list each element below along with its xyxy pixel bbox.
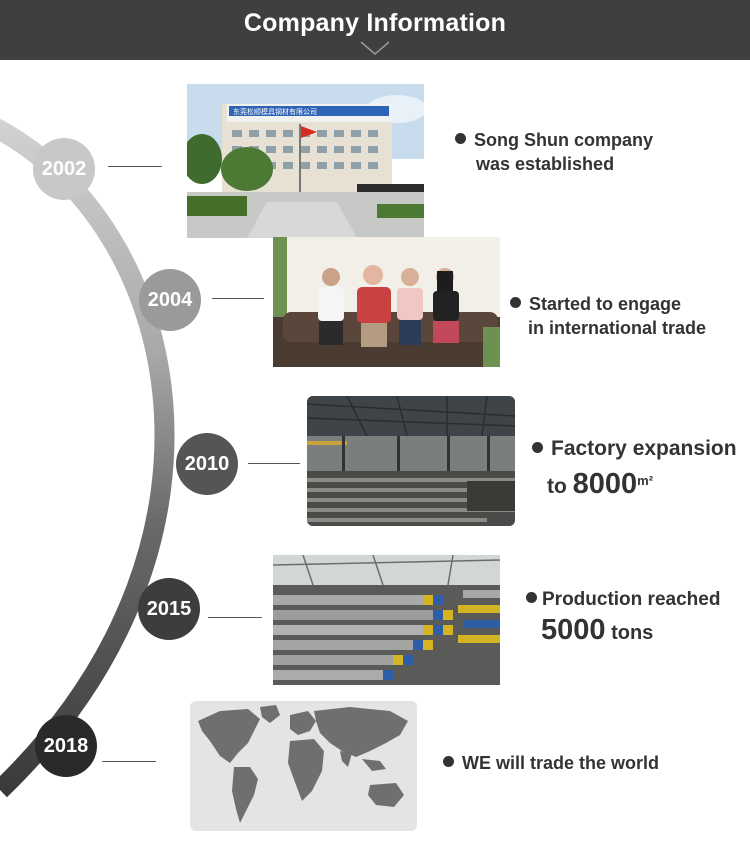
page-title: Company Information: [243, 9, 507, 37]
connector-line: [102, 761, 156, 762]
bullet-icon: [455, 133, 466, 144]
bullet-icon: [443, 756, 454, 767]
caption-2018: WE will trade the world: [443, 751, 659, 775]
caption-2015: Production reached 5000 tons: [526, 588, 720, 646]
year-badge-2010: 2010: [176, 433, 238, 495]
connector-line: [208, 617, 262, 618]
steel-stack-photo: [273, 555, 500, 685]
factory-building-photo: [187, 84, 424, 238]
world-map-image: [190, 701, 417, 831]
factory-interior-photo: [307, 396, 515, 526]
caption-2004: Started to engage in international trade: [510, 292, 706, 340]
year-badge-2002: 2002: [33, 138, 95, 200]
year-badge-2004: 2004: [139, 269, 201, 331]
bullet-icon: [532, 442, 543, 453]
connector-line: [108, 166, 162, 167]
caption-2010: Factory expansion to 8000m²: [532, 436, 737, 500]
year-badge-2015: 2015: [138, 578, 200, 640]
connector-line: [248, 463, 300, 464]
chevron-down-icon: [360, 41, 390, 55]
connector-line: [212, 298, 264, 299]
caption-2002: Song Shun company was established: [455, 128, 653, 176]
bullet-icon: [510, 297, 521, 308]
year-badge-2018: 2018: [35, 715, 97, 777]
header-banner: Company Information: [0, 0, 750, 60]
building-sign-cn: 东莞松顺模具钢材有限公司: [233, 108, 317, 116]
bullet-icon: [526, 592, 537, 603]
team-photo: [273, 237, 500, 367]
